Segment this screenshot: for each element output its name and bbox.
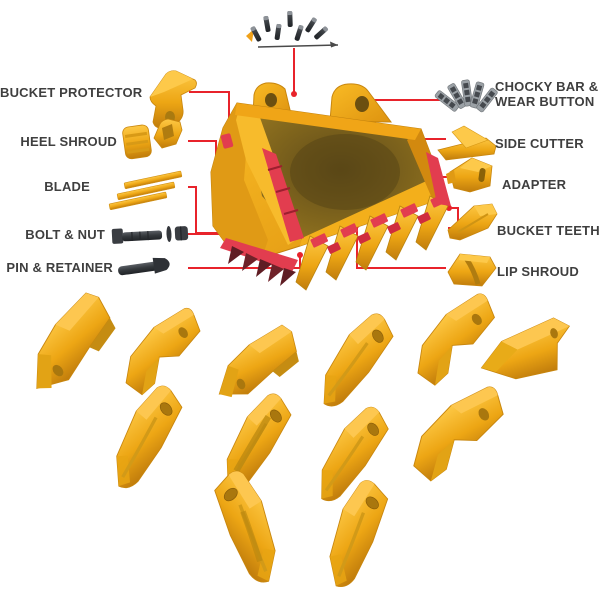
gallery-tooth-adapter-2 [203,322,309,406]
gallery-bucket-tooth-3 [292,402,408,508]
label-bucket-protector: BUCKET PROTECTOR [0,85,143,100]
bucket-floor [300,178,447,246]
pin-wedge-icon [246,29,254,42]
side-cutter-highlight [426,152,451,206]
gallery-chisel-tooth [473,313,582,393]
heel-blade-highlight [220,238,298,286]
label-chocky-bar-wear-button: CHOCKY BAR & WEAR BUTTON [495,79,598,109]
arrowhead-icon [330,41,338,48]
excavator-bucket-image [210,82,451,291]
gallery-fork-adapter-2 [399,289,511,390]
side-shroud-highlight [220,133,304,242]
blade-image [108,170,183,210]
gallery-ribbed-tooth [196,388,312,497]
callout-line-lip-shroud [356,225,446,269]
product-thumbnails-left [108,70,197,276]
pins-cluster [246,10,329,43]
lip-shroud-highlights [327,212,431,254]
label-bucket-teeth: BUCKET TEETH [497,223,600,238]
bucket-top-rim [235,103,421,140]
label-chocky-line2: WEAR BUTTON [495,94,595,109]
gallery-twin-prong-tooth [396,381,520,486]
label-blade: BLADE [44,179,90,194]
bucket-teeth-row [295,193,449,291]
bucket-tooth-image [447,203,498,241]
heel-shroud-image [122,118,183,160]
label-side-cutter: SIDE CUTTER [495,136,584,151]
chocky-bar-wear-button-image [433,79,499,114]
gallery-tooth-adapter-1 [9,288,128,400]
label-heel-shroud: HEEL SHROUD [20,134,117,149]
side-cutter-image [437,125,497,161]
label-bolt-nut: BOLT & NUT [25,227,105,242]
gallery-fork-adapter-1 [108,303,216,399]
label-adapter: ADAPTER [502,177,567,192]
parts-gallery [9,288,582,594]
gallery-scalloped-tooth [189,465,310,590]
adapter-image [446,157,493,193]
lip-shroud-image [447,253,497,287]
measure-line-arrow [257,41,339,48]
bucket-protector-highlight [220,133,234,149]
label-pin-retainer: PIN & RETAINER [6,260,113,275]
gallery-bucket-tooth-4 [296,475,413,594]
bucket-protector-image [149,70,197,129]
label-lip-shroud: LIP SHROUD [497,264,579,279]
pin-retainer-image [118,257,170,276]
bolt-nut-image [111,226,189,244]
product-thumbnails-right [433,79,499,287]
gallery-bucket-tooth-2 [84,380,204,495]
gallery-bucket-tooth-1 [296,308,412,413]
label-chocky-line1: CHOCKY BAR & [495,79,599,94]
